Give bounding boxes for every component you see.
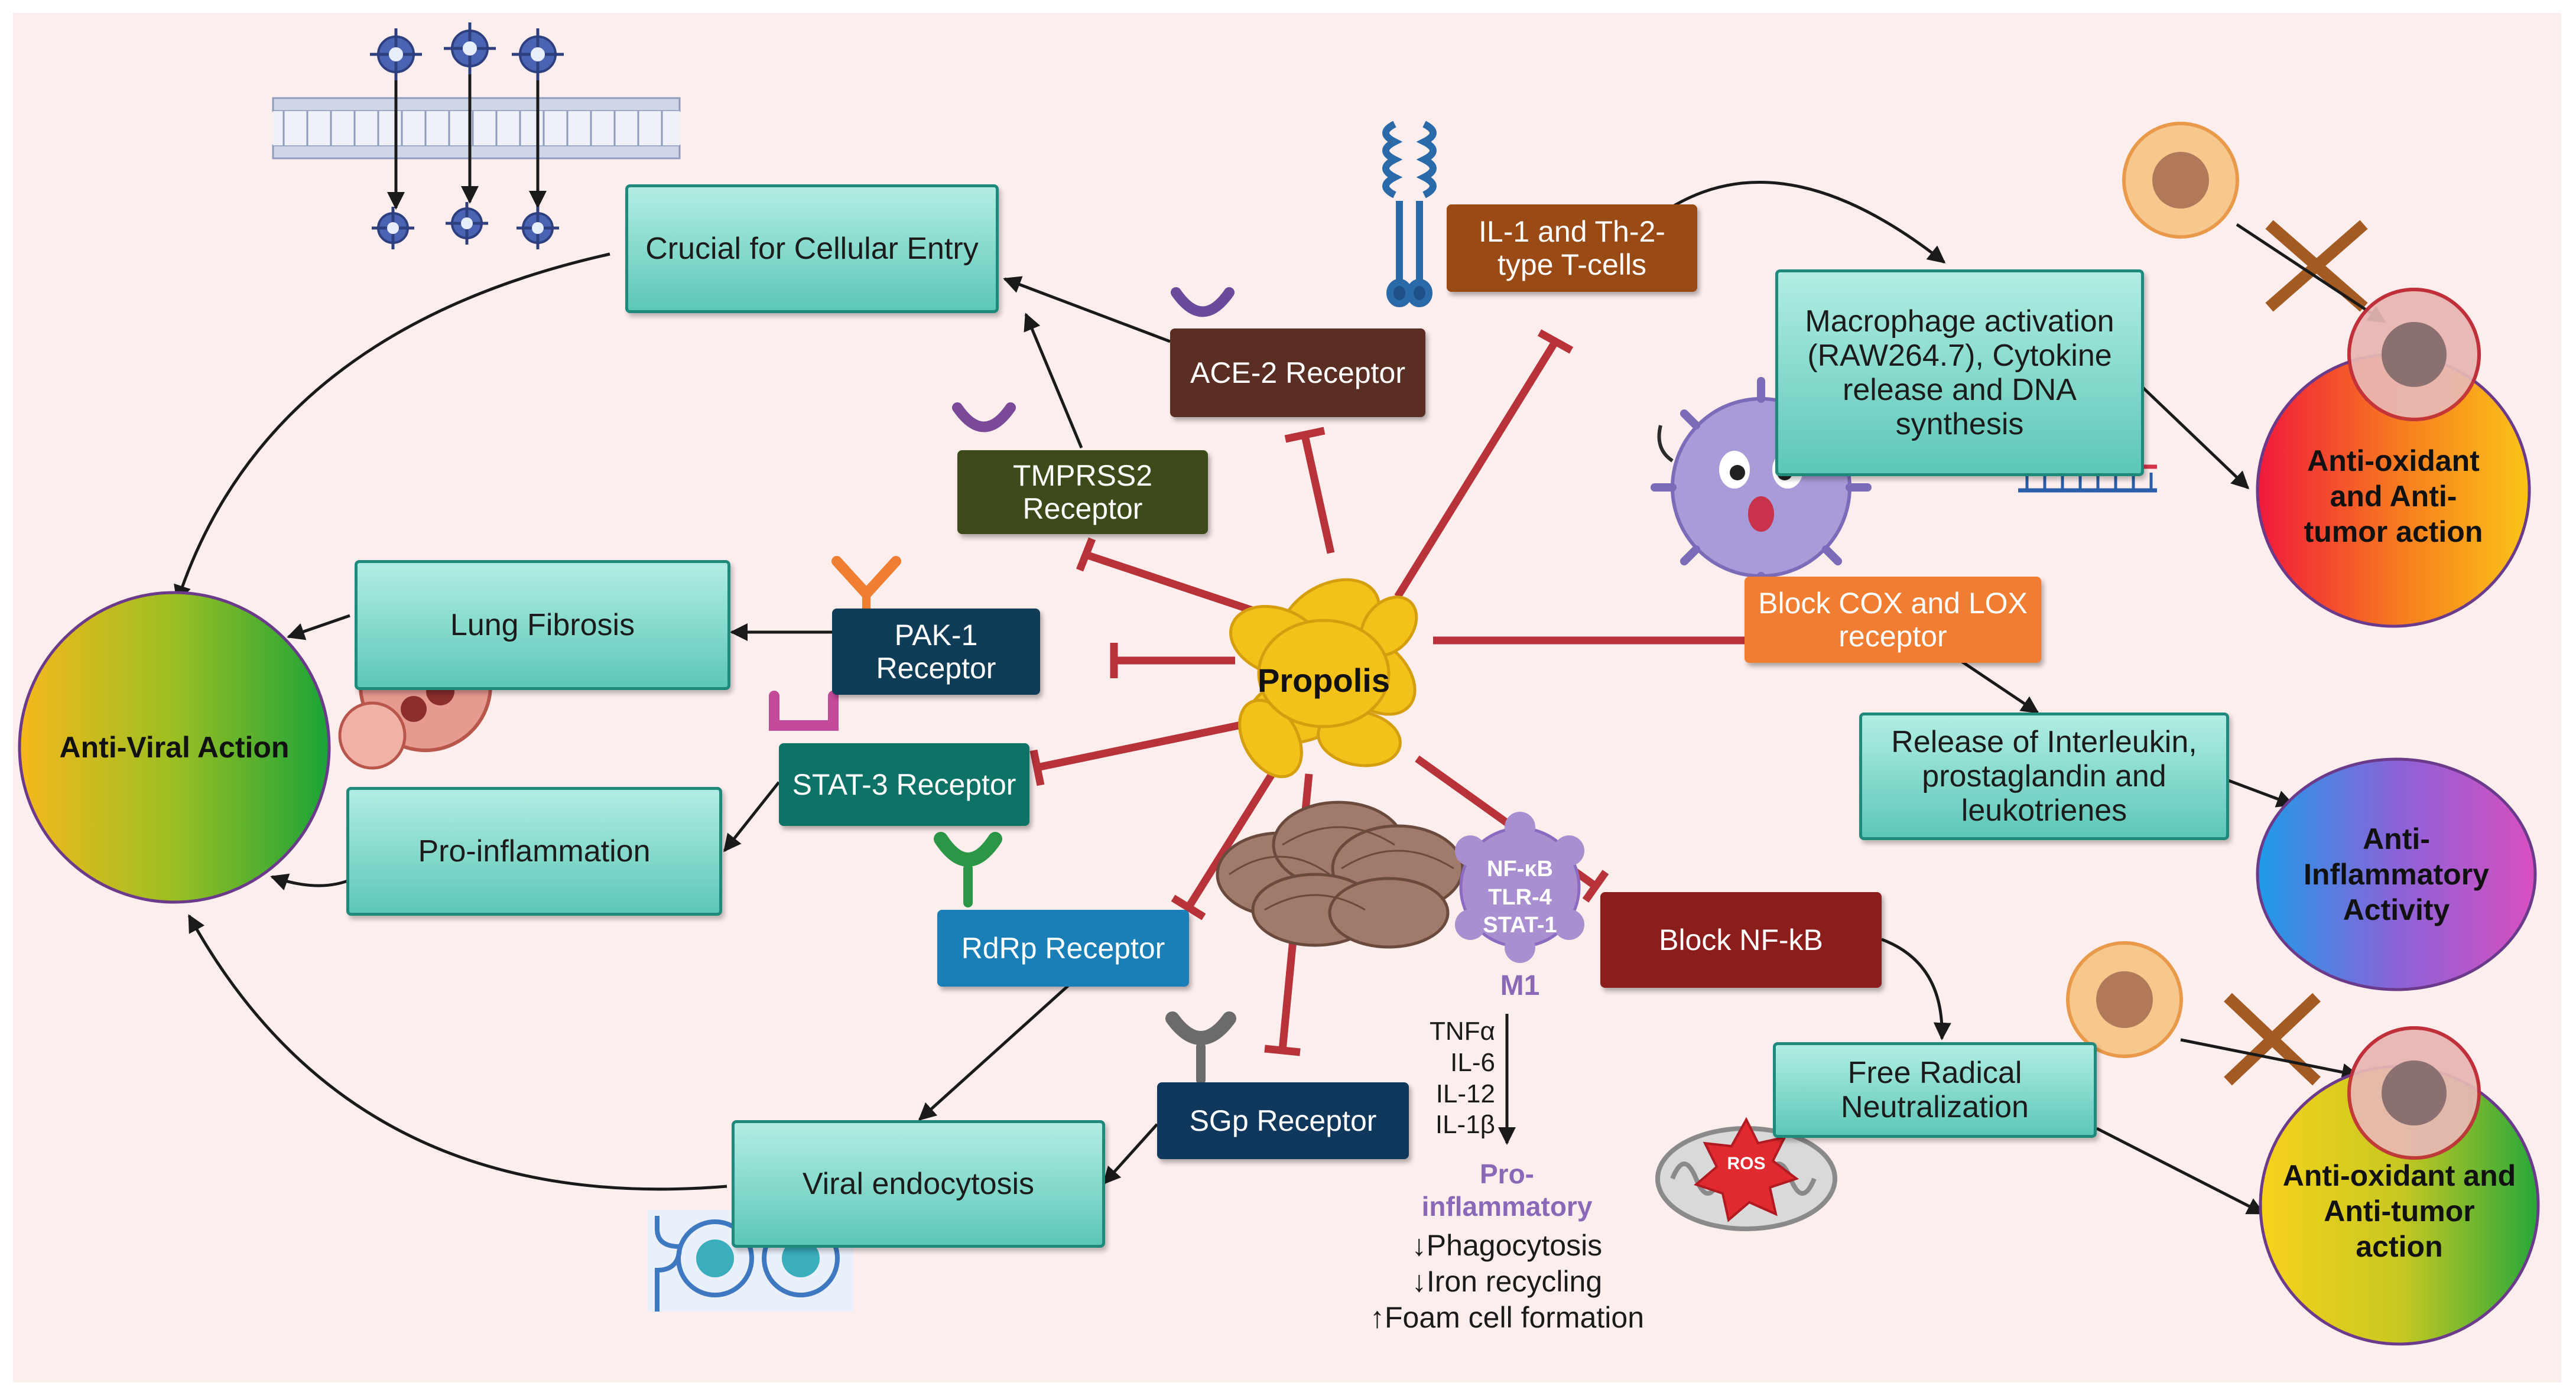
mushroom-icon (1216, 801, 1464, 949)
anti-viral-circle-fill (18, 591, 331, 904)
block-cox-lox-box: Block COX and LOX receptor (1745, 577, 2041, 663)
flow-arrows (174, 181, 2295, 1215)
block-nfkb-box: Block NF-kB (1600, 892, 1882, 988)
receptor-icon (769, 287, 1236, 1085)
propolis-icon (1229, 578, 1418, 779)
tumor-nucleus-2 (2382, 1060, 2447, 1125)
cytokine-item: IL-1β (1435, 1110, 1495, 1140)
crucial-cellular-entry-box: Crucial for Cellular Entry (625, 184, 999, 313)
antioxidant-antitumor-bottom-circle: Anti-oxidant and Anti-tumor action (2282, 1159, 2516, 1263)
m1-badge-text: NF-κB TLR-4 STAT-1 (1461, 855, 1579, 940)
cytokine-item: TNFα (1430, 1017, 1495, 1046)
antioxidant-antitumor-top-circle: Anti-oxidant and Anti-tumor action (2304, 444, 2483, 548)
propolis-label: Propolis (1257, 662, 1391, 699)
toll-receptor-icon (1382, 121, 1437, 307)
m1-badge-line: TLR-4 (1488, 884, 1552, 910)
effect-item: ↑Foam cell formation (1369, 1301, 1645, 1334)
il1-th2-box: IL-1 and Th-2-type T-cells (1447, 204, 1697, 292)
pro-inflammation-box: Pro-inflammation (346, 787, 722, 916)
pak1-receptor-box: PAK-1 Receptor (832, 609, 1040, 695)
sgp-receptor-box: SGp Receptor (1157, 1082, 1409, 1159)
free-radical-box: Free Radical Neutralization (1773, 1042, 2097, 1138)
anti-inflammatory-activity-circle: Anti-Inflammatory Activity (2304, 822, 2489, 926)
effect-item: ↓Phagocytosis (1411, 1229, 1603, 1262)
stat3-receptor-box: STAT-3 Receptor (779, 743, 1029, 826)
cell-membrane-icon (272, 71, 681, 210)
anti-inflammatory-circle-fill (2256, 757, 2537, 991)
m1-badge-icon (1455, 812, 1584, 963)
macrophage-activation-box: Macrophage activation (RAW264.7), Cytoki… (1775, 269, 2144, 476)
lung-fibrosis-box: Lung Fibrosis (355, 560, 730, 690)
cytokine-item: IL-6 (1450, 1047, 1495, 1077)
mitochondria-icon (1655, 1117, 1837, 1231)
ros-badge: ROS (1727, 1154, 1766, 1173)
tumor-arrows (2180, 223, 2386, 1081)
tmprss2-receptor-box: TMPRSS2 Receptor (957, 450, 1208, 534)
effect-item: ↓Iron recycling (1411, 1265, 1603, 1298)
virus-cores (387, 41, 545, 234)
rdrp-receptor-box: RdRp Receptor (937, 910, 1189, 987)
pro-inflammatory-effects: ↓Phagocytosis ↓Iron recycling ↑Foam cell… (1359, 1228, 1655, 1336)
m1-label: M1 (1500, 970, 1540, 1001)
m1-badge-line: NF-κB (1487, 857, 1553, 881)
m1-badge-line: STAT-1 (1483, 913, 1557, 938)
cytokine-list: TNFα IL-6 IL-12 IL-1β (1395, 1016, 1495, 1141)
tumor-block-x (2224, 220, 2368, 1086)
interleukin-release-box: Release of Interleukin, prostaglandin an… (1859, 712, 2229, 840)
anti-viral-action-circle: Anti-Viral Action (59, 731, 290, 764)
viral-endocytosis-box: Viral endocytosis (732, 1120, 1105, 1248)
ace2-receptor-box: ACE-2 Receptor (1170, 328, 1425, 417)
cytokine-item: IL-12 (1435, 1079, 1495, 1108)
mushroom-gills (1229, 826, 1454, 911)
pro-inflammatory-title: Pro-inflammatory (1421, 1159, 1593, 1222)
tumor-nucleus (2382, 322, 2447, 387)
